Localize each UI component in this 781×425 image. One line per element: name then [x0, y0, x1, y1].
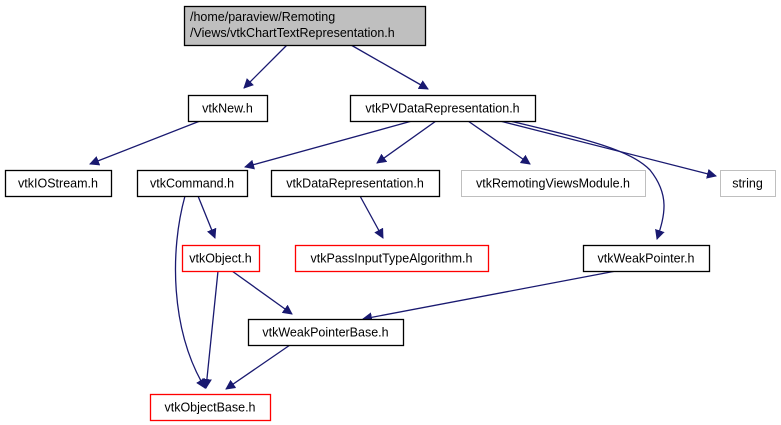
node-label: vtkRemotingViewsModule.h	[476, 177, 630, 191]
edge-vtkCommand-to-vtkObjectBase	[174, 195, 206, 389]
node-label: vtkObject.h	[189, 252, 252, 266]
node-label: /home/paraview/Remoting	[190, 10, 335, 24]
node-vtkRemotingViewsModule[interactable]: vtkRemotingViewsModule.h	[461, 170, 646, 197]
edge-vtkPVDataRepresentation-to-vtkWeakPointer	[509, 120, 665, 240]
edge-root-to-vtkNew	[243, 44, 288, 89]
node-box[interactable]	[187, 94, 269, 123]
node-vtkPassInputTypeAlgorithm[interactable]: vtkPassInputTypeAlgorithm.h	[294, 244, 490, 273]
node-vtkIOStream[interactable]: vtkIOStream.h	[4, 169, 113, 198]
node-vtkObject[interactable]: vtkObject.h	[181, 244, 261, 273]
node-label: vtkWeakPointerBase.h	[262, 326, 388, 340]
edge-vtkObject-to-vtkWeakPointerBase	[231, 270, 293, 315]
node-label: vtkWeakPointer.h	[597, 252, 694, 266]
node-label: vtkIOStream.h	[18, 177, 98, 191]
edge-vtkPVDataRepresentation-to-vtkRemotingViewsModule	[467, 120, 531, 165]
edge-vtkDataRepresentation-to-vtkPassInputTypeAlgorithm	[359, 195, 384, 239]
node-label: vtkDataRepresentation.h	[286, 177, 424, 191]
edge-vtkWeakPointer-to-vtkWeakPointerBase	[362, 270, 617, 323]
edge-vtkPVDataRepresentation-to-string	[499, 120, 717, 179]
edge-root-to-vtkPVDataRepresentation	[350, 44, 429, 90]
node-box[interactable]	[183, 5, 427, 47]
node-box[interactable]	[349, 94, 537, 123]
node-label: vtkPVDataRepresentation.h	[365, 102, 519, 116]
node-label: vtkCommand.h	[150, 177, 234, 191]
node-box[interactable]	[582, 244, 711, 273]
node-box[interactable]	[270, 169, 441, 198]
node-vtkWeakPointer[interactable]: vtkWeakPointer.h	[582, 244, 711, 273]
node-string[interactable]: string	[720, 170, 776, 197]
node-label: vtkNew.h	[202, 102, 253, 116]
node-box[interactable]	[181, 244, 261, 273]
node-vtkNew[interactable]: vtkNew.h	[187, 94, 269, 123]
node-vtkObjectBase[interactable]: vtkObjectBase.h	[149, 393, 272, 422]
node-label: vtkPassInputTypeAlgorithm.h	[311, 252, 473, 266]
edge-vtkCommand-to-vtkObject	[197, 195, 217, 239]
node-box[interactable]	[136, 169, 249, 198]
node-root[interactable]: /home/paraview/Remoting/Views/vtkChartTe…	[183, 5, 427, 47]
node-box[interactable]	[461, 170, 646, 197]
edge-vtkPVDataRepresentation-to-vtkCommand	[244, 120, 413, 170]
node-vtkPVDataRepresentation[interactable]: vtkPVDataRepresentation.h	[349, 94, 537, 123]
node-vtkWeakPointerBase[interactable]: vtkWeakPointerBase.h	[247, 318, 405, 347]
edge-vtkPVDataRepresentation-to-vtkDataRepresentation	[376, 120, 437, 164]
node-box[interactable]	[149, 393, 272, 422]
node-box[interactable]	[294, 244, 490, 273]
node-label: vtkObjectBase.h	[164, 401, 255, 415]
node-box[interactable]	[720, 170, 776, 197]
edge-vtkWeakPointerBase-to-vtkObjectBase	[225, 344, 291, 390]
node-label: string	[732, 177, 763, 191]
edge-vtkNew-to-vtkIOStream	[89, 120, 201, 166]
node-box[interactable]	[247, 318, 405, 347]
node-box[interactable]	[4, 169, 113, 198]
node-label: /Views/vtkChartTextRepresentation.h	[190, 26, 395, 40]
node-vtkCommand[interactable]: vtkCommand.h	[136, 169, 249, 198]
node-vtkDataRepresentation[interactable]: vtkDataRepresentation.h	[270, 169, 441, 198]
edge-vtkObject-to-vtkObjectBase	[201, 270, 219, 389]
